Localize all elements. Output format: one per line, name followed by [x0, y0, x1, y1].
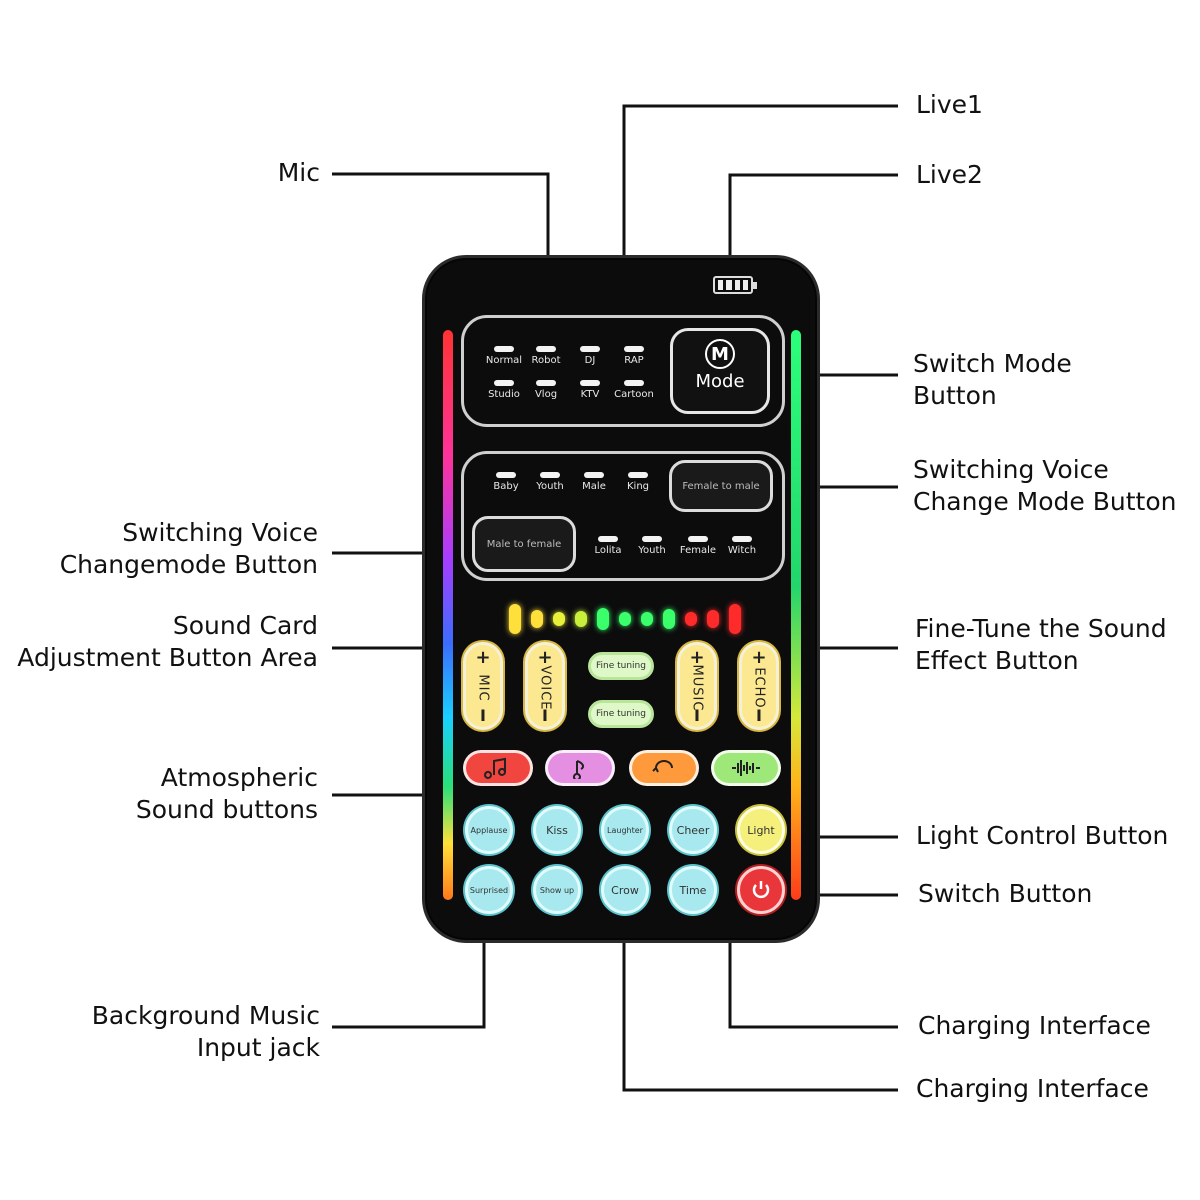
level-meter-bar	[553, 612, 565, 626]
voice-indicator: Lolita	[586, 536, 630, 556]
label-charging-2: Charging Interface	[916, 1074, 1149, 1103]
mode-panel: Normal Robot DJ RAP Studio Vlog KTV Cart…	[461, 315, 785, 427]
kiss-button[interactable]: Kiss	[533, 806, 581, 854]
label-light-control: Light Control Button	[916, 821, 1169, 850]
label-mic: Mic	[277, 158, 320, 187]
cheer-button[interactable]: Cheer	[669, 806, 717, 854]
mode-m-icon: M	[705, 339, 735, 369]
mode-indicator: Vlog	[524, 380, 568, 400]
voice-indicator: King	[616, 472, 660, 492]
loop-icon	[652, 760, 673, 773]
applause-button[interactable]: Applause	[465, 806, 513, 854]
show-up-button[interactable]: Show up	[533, 866, 581, 914]
light-control-button[interactable]: Light	[737, 806, 785, 854]
crow-button[interactable]: Crow	[601, 866, 649, 914]
power-icon	[752, 881, 770, 899]
mode-indicator: Robot	[524, 346, 568, 366]
voice-indicator: Youth	[630, 536, 674, 556]
rgb-light-strip-left	[443, 330, 453, 900]
level-meter-bar	[641, 612, 653, 626]
label-atmospheric: Atmospheric Sound buttons	[135, 763, 318, 824]
label-charging-1: Charging Interface	[918, 1011, 1151, 1040]
fine-tuning-up-button[interactable]: Fine tuning	[588, 652, 654, 680]
mode-button-label: Mode	[695, 371, 745, 392]
label-background-music: Background Music Input jack	[91, 1001, 320, 1062]
mode-indicator: Cartoon	[612, 380, 656, 400]
mode-indicator: Studio	[482, 380, 526, 400]
voice-indicator: Female	[676, 536, 720, 556]
label-switching-voice-right: Switching Voice Change Mode Button	[913, 455, 1177, 516]
label-live2: Live2	[916, 160, 983, 189]
surprised-button[interactable]: Surprised	[465, 866, 513, 914]
level-meter-bar	[685, 612, 697, 626]
waveform-icon	[732, 760, 760, 776]
level-meter-bar	[531, 610, 543, 628]
live2-leader	[728, 173, 898, 255]
level-meter-bar	[619, 612, 631, 626]
note-swirl-effect-button[interactable]	[545, 750, 615, 786]
power-switch-button[interactable]	[737, 866, 785, 914]
music-note-icon	[484, 757, 506, 779]
voice-change-panel: Baby Youth Male King Female to male Male…	[461, 451, 785, 581]
time-button[interactable]: Time	[669, 866, 717, 914]
level-meter-bar	[575, 611, 587, 627]
label-switching-voice-left: Switching Voice Changemode Button	[59, 518, 318, 579]
label-sound-card: Sound Card Adjustment Button Area	[17, 611, 318, 672]
label-switch-button: Switch Button	[918, 879, 1093, 908]
level-meter-bar	[509, 604, 521, 634]
level-meter-bar	[663, 609, 675, 629]
female-to-male-button[interactable]: Female to male	[669, 460, 773, 512]
laughter-button[interactable]: Laughter	[601, 806, 649, 854]
label-switch-mode: Switch Mode Button	[913, 349, 1072, 410]
mode-indicator: Normal	[482, 346, 526, 366]
mode-button[interactable]: M Mode	[670, 328, 770, 414]
note-swirl-icon	[572, 760, 585, 779]
sound-card-device: Normal Robot DJ RAP Studio Vlog KTV Cart…	[422, 255, 820, 943]
charging-2-leader	[622, 943, 898, 1092]
background-music-leader	[332, 943, 486, 1029]
level-meter-bar	[707, 610, 719, 628]
voice-indicator: Youth	[528, 472, 572, 492]
voice-indicator: Male	[572, 472, 616, 492]
voice-indicator: Baby	[484, 472, 528, 492]
fine-tuning-down-button[interactable]: Fine tuning	[588, 700, 654, 728]
live1-leader	[622, 104, 898, 255]
mode-indicator: DJ	[568, 346, 612, 366]
label-live1: Live1	[916, 90, 983, 119]
voice-indicator: Witch	[720, 536, 764, 556]
male-to-female-button[interactable]: Male to female	[472, 516, 576, 572]
mode-indicator: KTV	[568, 380, 612, 400]
level-meter-bar	[597, 608, 609, 630]
loop-effect-button[interactable]	[629, 750, 699, 786]
label-fine-tune: Fine-Tune the Sound Effect Button	[915, 614, 1167, 675]
waveform-effect-button[interactable]	[711, 750, 781, 786]
music-note-effect-button[interactable]	[463, 750, 533, 786]
battery-icon	[713, 276, 757, 294]
rgb-light-strip-right	[791, 330, 801, 900]
mic-leader	[332, 172, 550, 255]
charging-1-leader	[728, 943, 898, 1029]
level-meter-bar	[729, 604, 741, 634]
mode-indicator: RAP	[612, 346, 656, 366]
